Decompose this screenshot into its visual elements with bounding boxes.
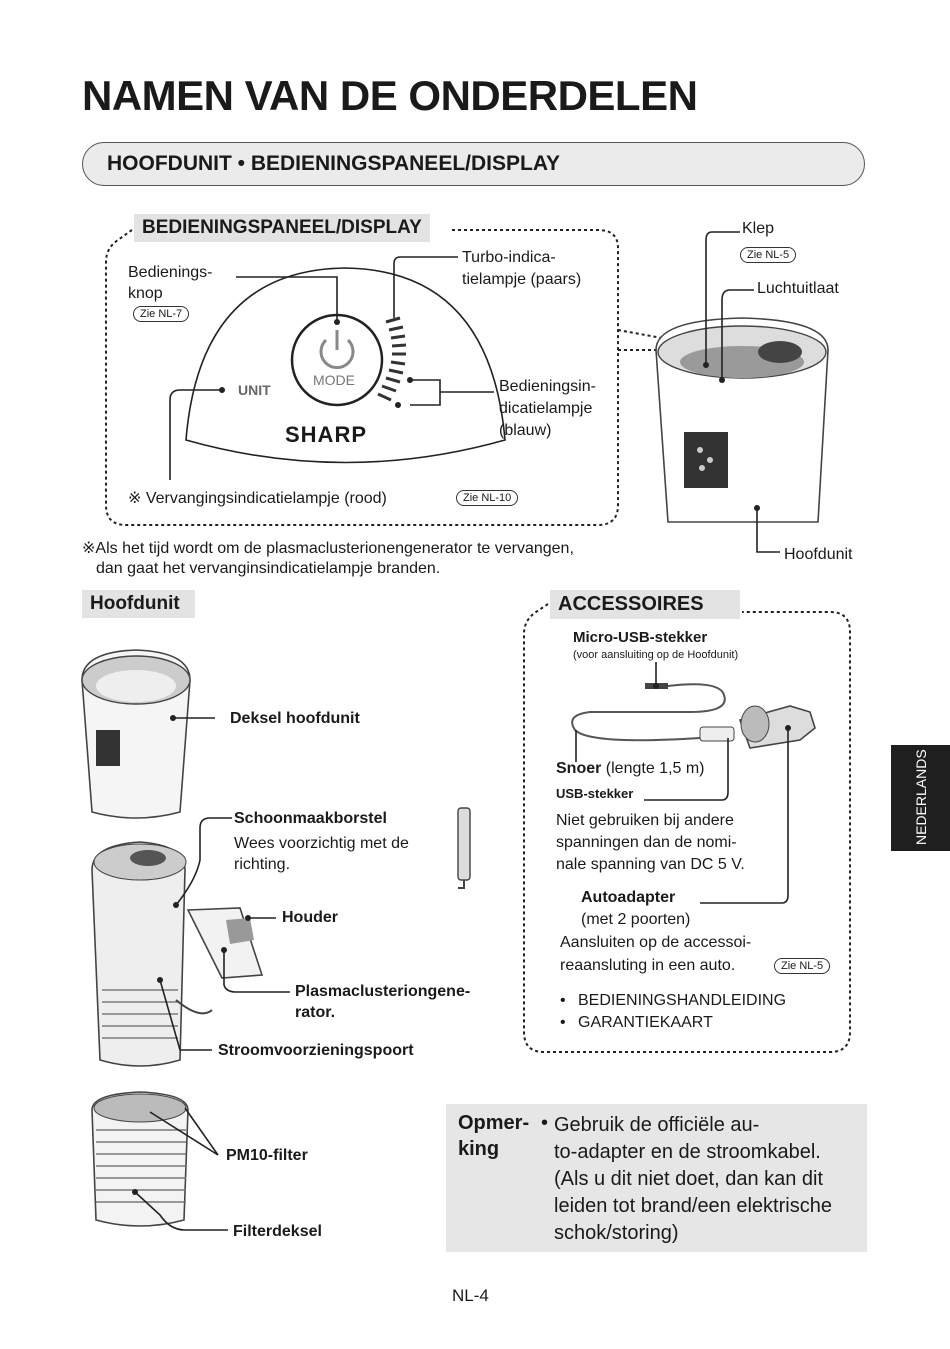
unit-text: UNIT <box>238 382 271 398</box>
knob-label-2: knop <box>128 285 163 302</box>
usb-label: Micro-USB-stekker <box>573 629 708 646</box>
plasma-label-1: Plasmaclusteriongene- <box>295 983 471 1000</box>
cover-label: Deksel hoofdunit <box>230 710 360 727</box>
filter-cover-label: Filterdeksel <box>233 1223 322 1240</box>
brand-logo: SHARP <box>285 422 368 447</box>
turbo-label-1: Turbo-indica- <box>462 249 556 266</box>
power-port-label: Stroomvoorzieningspoort <box>218 1042 414 1059</box>
indicator-label-2: dicatielampje <box>499 400 593 417</box>
cord-label-line: Snoer (lengte 1,5 m) <box>556 758 705 780</box>
footnote-line-1: ※Als het tijd wordt om de plasmaclusteri… <box>82 540 574 557</box>
turbo-label-2: tielampje (paars) <box>462 271 582 288</box>
accessories-heading: ACCESSOIRES <box>550 590 740 619</box>
adapter-ref-badge: Zie NL-5 <box>774 958 831 974</box>
list-item: GARANTIEKAART <box>556 1012 786 1034</box>
brush-note-2: richting. <box>234 856 291 873</box>
lid-label: Klep <box>742 220 775 237</box>
knob-ref-badge: Zie NL-7 <box>133 306 190 322</box>
cord-label: Snoer <box>556 760 602 777</box>
warning-line-1: Niet gebruiken bij andere <box>556 812 734 829</box>
lid-ref-badge: Zie NL-5 <box>740 247 797 263</box>
note-box: Opmer- king • Gebruik de officiële au- t… <box>446 1104 867 1252</box>
section-banner: HOOFDUNIT • BEDIENINGSPANEEL/DISPLAY <box>82 142 865 186</box>
panel-heading: BEDIENINGSPANEEL/DISPLAY <box>134 214 430 242</box>
footnote-line-2: dan gaat het vervanginsindicatielampje b… <box>96 560 441 577</box>
accessory-list: BEDIENINGSHANDLEIDING GARANTIEKAART <box>556 990 786 1034</box>
plasma-label-2: rator. <box>295 1004 336 1021</box>
adapter-ports: (met 2 poorten) <box>581 911 691 928</box>
filter-label: PM10-filter <box>226 1147 308 1164</box>
list-item: BEDIENINGSHANDLEIDING <box>556 990 786 1012</box>
mode-text: MODE <box>313 372 355 388</box>
note-line-2: to-adapter en de stroomkabel. <box>554 1141 821 1163</box>
language-tab-text: NEDERLANDS <box>913 749 929 845</box>
note-label-1: Opmer- <box>458 1112 530 1134</box>
adapter-note-1: Aansluiten op de accessoi- <box>560 934 752 951</box>
note-line-5: schok/storing) <box>554 1222 679 1244</box>
note-text: Gebruik de officiële au- to-adapter en d… <box>554 1112 832 1247</box>
cord-length: (lengte 1,5 m) <box>605 760 705 777</box>
warning-line-2: spanningen dan de nomi- <box>556 834 737 851</box>
warning-line-3: nale spanning van DC 5 V. <box>556 856 745 873</box>
usb-plug-label: USB-stekker <box>556 786 634 801</box>
page-number: NL-4 <box>452 1286 489 1305</box>
note-line-1: Gebruik de officiële au- <box>554 1114 760 1136</box>
replace-label: ※ Vervangingsindicatielampje (rood) <box>128 490 387 507</box>
page-title: NAMEN VAN DE ONDERDELEN <box>82 72 698 119</box>
replace-ref-badge: Zie NL-10 <box>456 490 519 506</box>
language-tab: NEDERLANDS <box>891 745 950 851</box>
knob-label-1: Bedienings- <box>128 264 213 281</box>
adapter-label: Autoadapter <box>581 889 676 906</box>
outlet-label: Luchtuitlaat <box>757 280 839 297</box>
hoofdunit-heading: Hoofdunit <box>82 590 195 618</box>
main-unit-label: Hoofdunit <box>784 546 853 563</box>
note-line-3: (Als u dit niet doet, dan kan dit <box>554 1168 824 1190</box>
note-label-2: king <box>458 1138 500 1160</box>
usb-note: (voor aansluiting op de Hoofdunit) <box>573 649 739 661</box>
section-banner-text: HOOFDUNIT • BEDIENINGSPANEEL/DISPLAY <box>107 152 561 175</box>
holder-label: Houder <box>282 909 338 926</box>
brush-note-1: Wees voorzichtig met de <box>234 835 409 852</box>
note-bullet: • <box>541 1112 549 1134</box>
indicator-label-1: Bedieningsin- <box>499 378 596 395</box>
brush-label: Schoonmaakborstel <box>234 810 387 827</box>
indicator-label-3: (blauw) <box>499 422 552 439</box>
adapter-note-2: reaansluting in een auto. <box>560 957 736 974</box>
note-line-4: leiden tot brand/een elektrische <box>554 1195 832 1217</box>
